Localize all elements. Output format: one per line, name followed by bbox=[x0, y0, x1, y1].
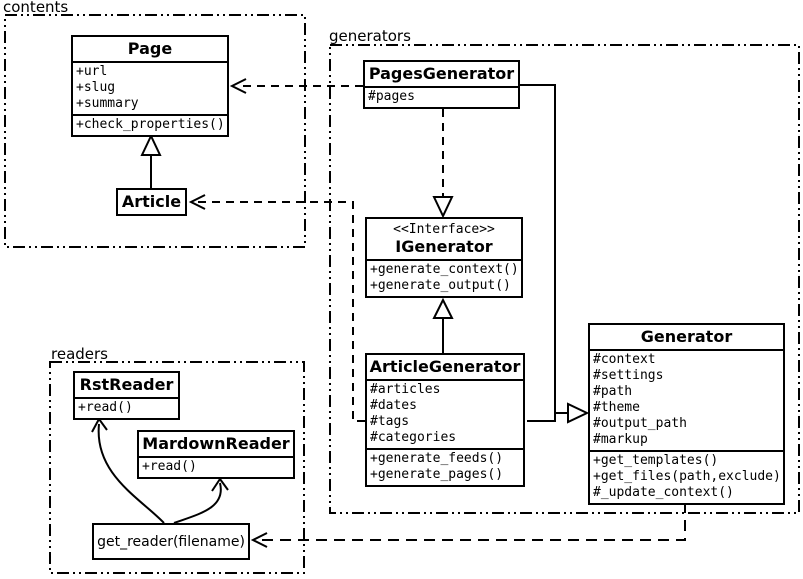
class-box-mardownreader: MardownReader +read() bbox=[137, 430, 295, 479]
generalization-arrow-generators-to-generator bbox=[520, 84, 590, 424]
generalization-arrow-articlegenerator-to-igenerator bbox=[432, 297, 454, 353]
class-member: +read() bbox=[142, 459, 197, 474]
dependency-arrow-pagesgenerator-to-page bbox=[229, 78, 363, 94]
dependency-arrow-articlegenerator-to-article bbox=[188, 194, 365, 422]
class-member: #tags bbox=[370, 414, 410, 429]
attributes-compartment: +url+slug+summary bbox=[73, 61, 227, 114]
class-title: MardownReader bbox=[142, 434, 290, 453]
class-title: RstReader bbox=[79, 375, 174, 394]
package-label-generators: generators bbox=[329, 27, 411, 45]
class-member: #settings bbox=[593, 368, 664, 383]
methods-compartment: +get_templates()+get_files(path,exclude)… bbox=[590, 450, 783, 503]
class-box-pagesgenerator: PagesGenerator #pages bbox=[363, 60, 520, 109]
package-frame-contents bbox=[4, 14, 306, 248]
class-title: ArticleGenerator bbox=[369, 357, 521, 376]
class-box-page: Page +url+slug+summary +check_properties… bbox=[71, 35, 229, 137]
class-title: Generator bbox=[640, 327, 733, 346]
class-member: +generate_feeds() bbox=[370, 451, 504, 466]
class-member: #markup bbox=[593, 432, 648, 447]
class-title: Page bbox=[127, 39, 173, 58]
package-label-readers: readers bbox=[51, 345, 108, 363]
methods-compartment: +generate_context()+generate_output() bbox=[367, 259, 521, 296]
class-member: #context bbox=[593, 352, 656, 367]
curved-arrow-getreader-to-mardownreader bbox=[173, 477, 229, 524]
class-box-igenerator: <<Interface>> IGenerator +generate_conte… bbox=[365, 217, 523, 298]
class-member: #dates bbox=[370, 398, 417, 413]
class-member: +url bbox=[76, 64, 108, 79]
generalization-arrow-article-to-page bbox=[140, 133, 162, 188]
package-frame-generators bbox=[329, 44, 800, 514]
class-member: +slug bbox=[76, 80, 116, 95]
class-member: +get_templates() bbox=[593, 453, 719, 468]
dependency-arrow-generator-to-getreader bbox=[250, 502, 686, 548]
package-frame-readers bbox=[49, 361, 305, 574]
methods-compartment: +read() bbox=[75, 397, 178, 418]
class-title: IGenerator bbox=[395, 237, 493, 256]
attributes-compartment: #context#settings#path#theme#output_path… bbox=[590, 349, 783, 450]
class-title: PagesGenerator bbox=[368, 64, 515, 83]
methods-compartment: +read() bbox=[139, 456, 293, 477]
class-member: +read() bbox=[78, 400, 133, 415]
class-member: #pages bbox=[368, 89, 415, 104]
class-box-rstreader: RstReader +read() bbox=[73, 371, 180, 420]
class-member: +summary bbox=[76, 96, 139, 111]
class-member: #articles bbox=[370, 382, 441, 397]
class-stereotype: <<Interface>> bbox=[393, 222, 495, 237]
function-label: get_reader(filename) bbox=[97, 533, 245, 550]
attributes-compartment: #pages bbox=[365, 86, 518, 107]
package-label-contents: contents bbox=[3, 0, 69, 16]
class-member: +generate_output() bbox=[370, 278, 511, 293]
class-member: #_update_context() bbox=[593, 485, 734, 500]
class-member: +generate_pages() bbox=[370, 467, 504, 482]
class-member: +get_files(path,exclude) bbox=[593, 469, 781, 484]
class-member: +generate_context() bbox=[370, 262, 519, 277]
methods-compartment: +generate_feeds()+generate_pages() bbox=[367, 448, 523, 485]
class-member: #output_path bbox=[593, 416, 687, 431]
attributes-compartment: #articles#dates#tags#categories bbox=[367, 379, 523, 448]
class-box-generator: Generator #context#settings#path#theme#o… bbox=[588, 323, 785, 505]
function-box-get-reader: get_reader(filename) bbox=[92, 523, 250, 560]
class-member: +check_properties() bbox=[76, 117, 225, 132]
class-member: #categories bbox=[370, 430, 457, 445]
class-member: #path bbox=[593, 384, 633, 399]
realization-arrow-pagesgenerator-to-igenerator bbox=[432, 109, 454, 219]
class-title: Article bbox=[121, 192, 182, 211]
class-member: #theme bbox=[593, 400, 640, 415]
class-box-articlegenerator: ArticleGenerator #articles#dates#tags#ca… bbox=[365, 353, 525, 487]
class-box-article: Article bbox=[116, 188, 187, 216]
methods-compartment: +check_properties() bbox=[73, 114, 227, 135]
